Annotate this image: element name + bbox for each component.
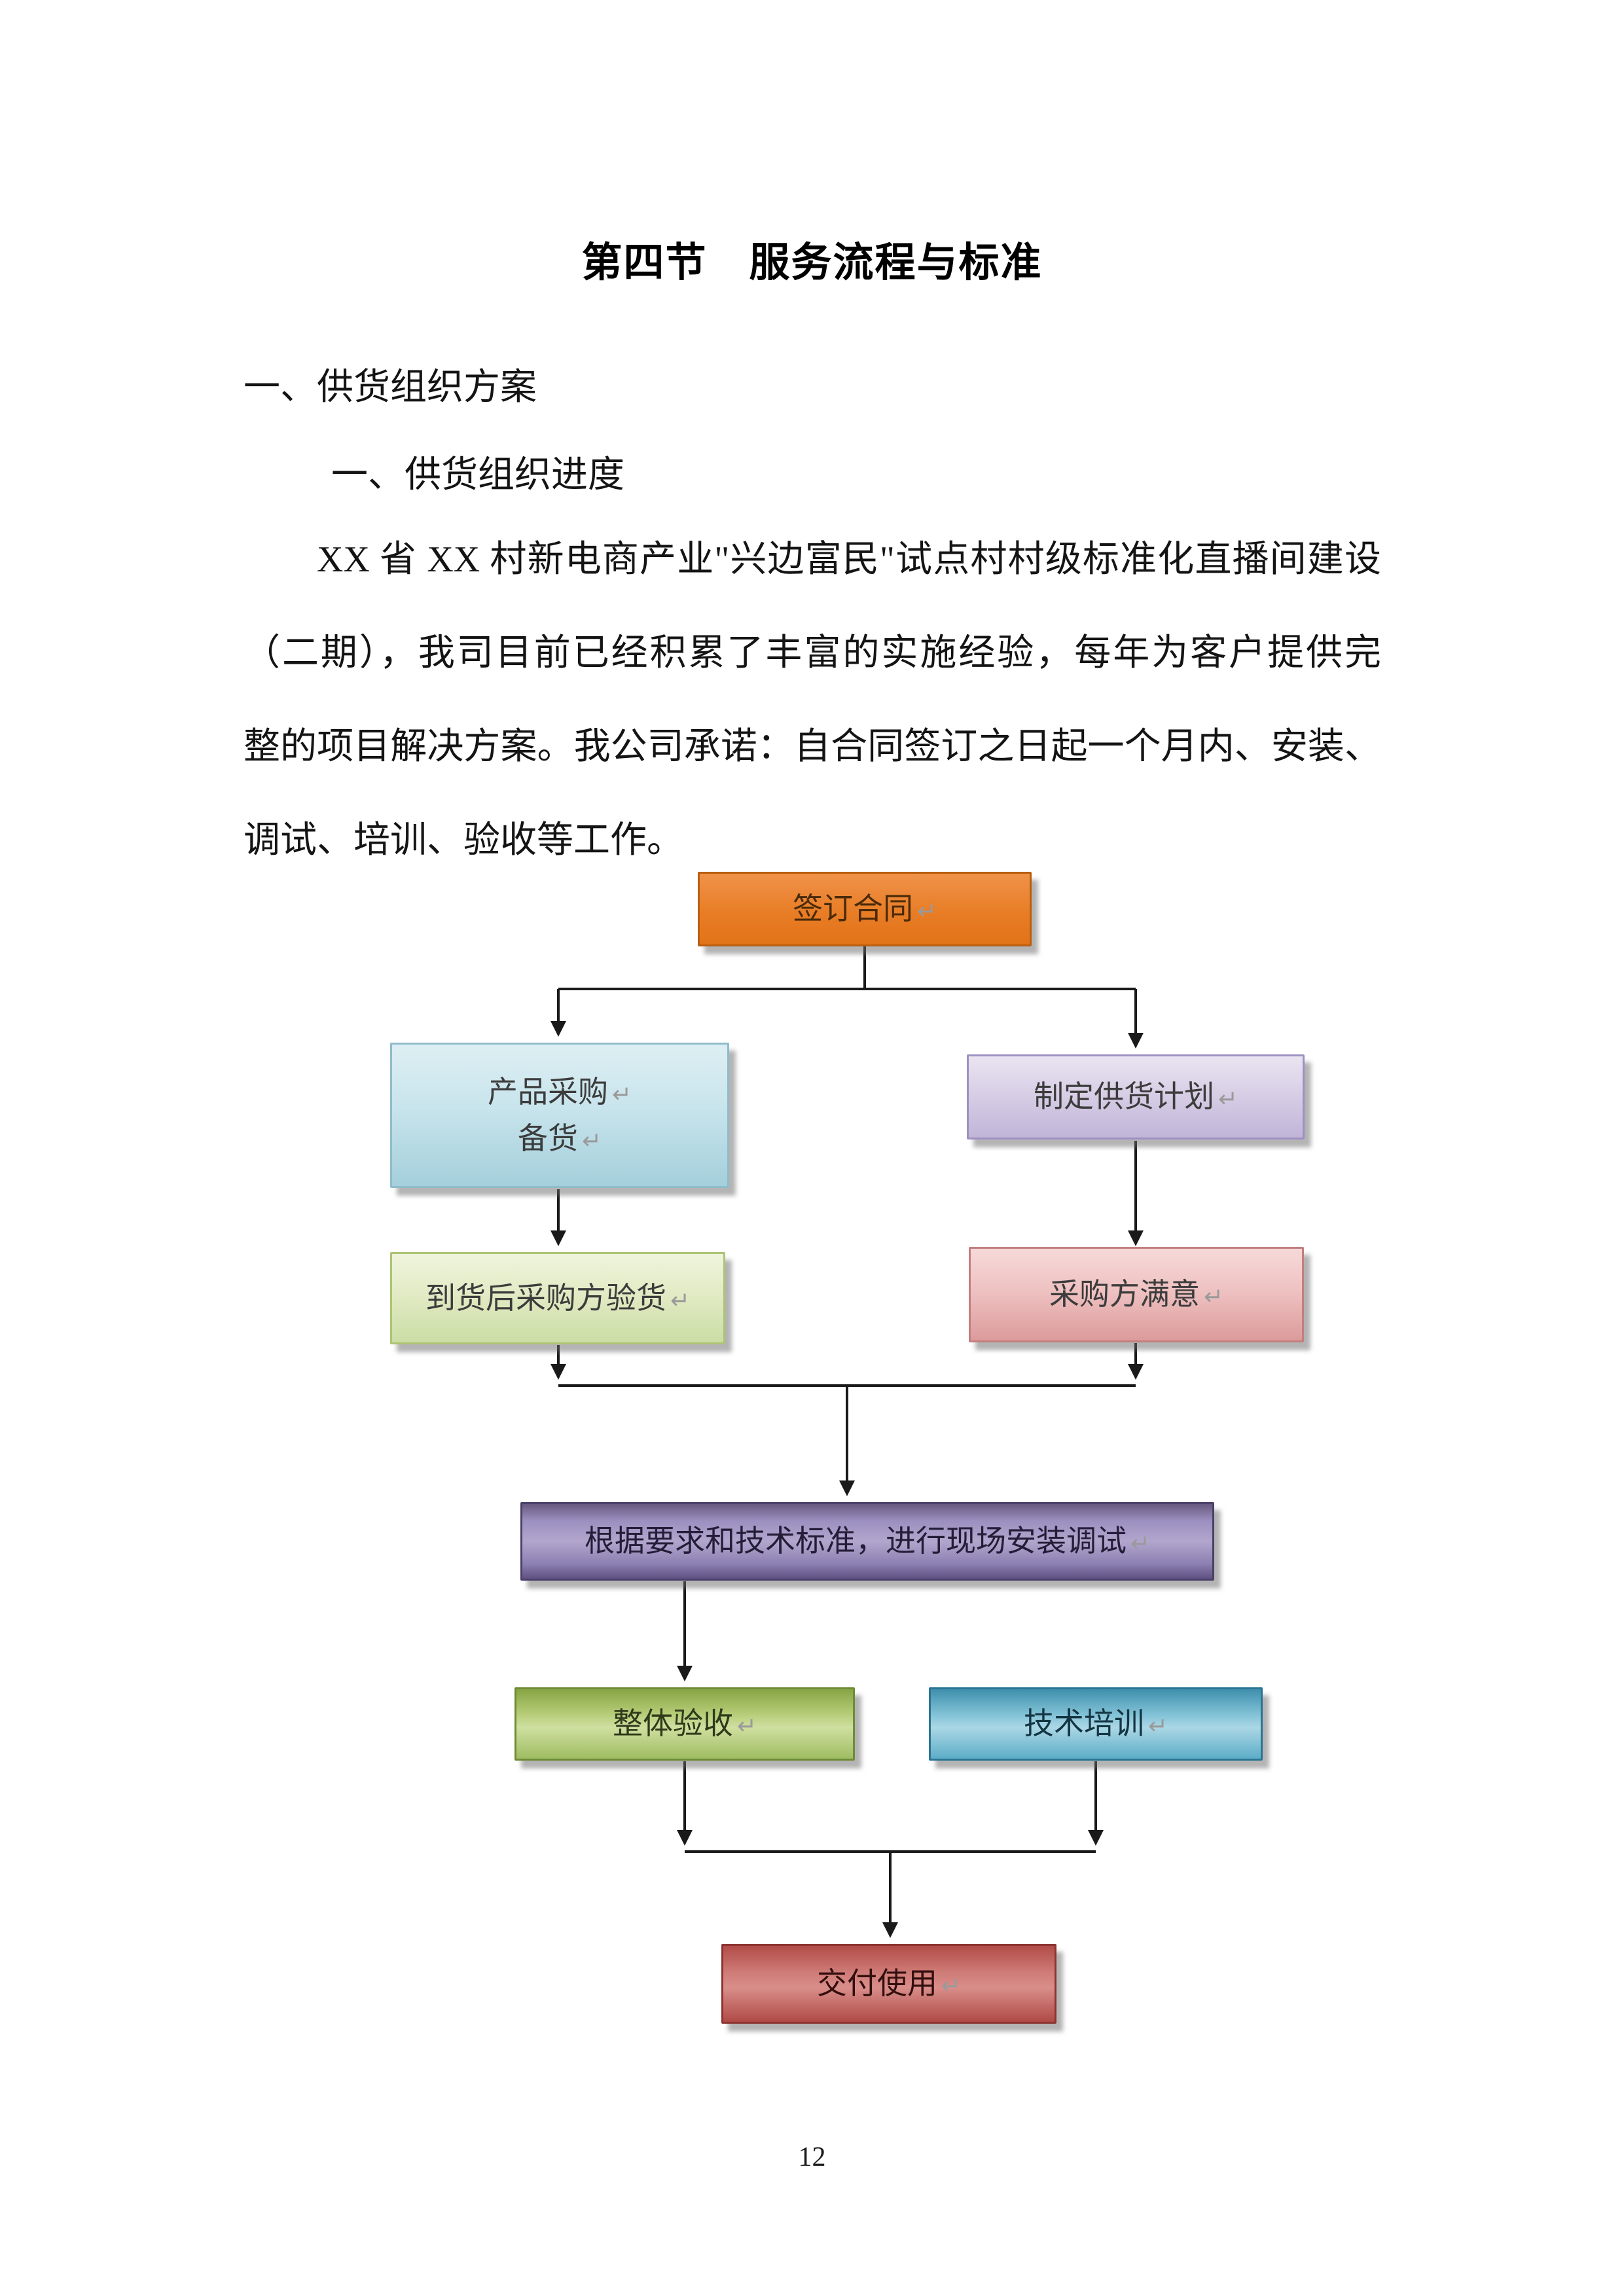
flowchart-node-product-procurement: 产品采购↵ 备货↵ — [390, 1043, 729, 1188]
flowchart-node-arrival-inspection: 到货后采购方验货↵ — [390, 1252, 725, 1344]
node-label: 签订合同↵ — [792, 892, 937, 926]
node-label: 根据要求和技术标准，进行现场安装调试↵ — [584, 1524, 1151, 1558]
return-mark-icon: ↵ — [736, 1713, 757, 1740]
return-mark-icon: ↵ — [916, 898, 937, 925]
node-label: 整体验收↵ — [612, 1707, 757, 1741]
flowchart-node-buyer-satisfied: 采购方满意↵ — [969, 1247, 1304, 1342]
return-mark-icon: ↵ — [611, 1081, 632, 1108]
flowchart-node-overall-acceptance: 整体验收↵ — [514, 1687, 855, 1761]
page-number: 12 — [798, 2142, 826, 2172]
node-label: 技术培训↵ — [1023, 1707, 1168, 1741]
body-paragraph: XX 省 XX 村新电商产业"兴边富民"试点村村级标准化直播间建设 （二期），我… — [244, 513, 1381, 888]
paragraph-line: （二期），我司目前已经积累了丰富的实施经验，每年为客户提供完 — [244, 633, 1381, 673]
return-mark-icon: ↵ — [1218, 1086, 1238, 1113]
flowchart-node-technical-training: 技术培训↵ — [929, 1687, 1263, 1761]
flowchart-node-delivery: 交付使用↵ — [721, 1944, 1056, 2024]
return-mark-icon: ↵ — [581, 1128, 602, 1155]
return-mark-icon: ↵ — [1203, 1283, 1224, 1311]
heading-supply-organization-plan: 一、供货组织方案 — [244, 367, 537, 408]
return-mark-icon: ↵ — [1147, 1713, 1168, 1740]
node-label: 到货后采购方验货↵ — [425, 1281, 691, 1315]
node-label: 制定供货计划↵ — [1033, 1080, 1238, 1114]
return-mark-icon: ↵ — [1130, 1530, 1151, 1558]
paragraph-line: XX 省 XX 村新电商产业"兴边富民"试点村村级标准化直播间建设 — [317, 539, 1381, 580]
heading-supply-organization-schedule: 一、供货组织进度 — [331, 455, 624, 495]
flowchart-node-supply-plan: 制定供货计划↵ — [967, 1054, 1305, 1139]
paragraph-line: 调试、培训、验收等工作。 — [244, 820, 683, 861]
return-mark-icon: ↵ — [670, 1287, 691, 1314]
node-label: 交付使用↵ — [816, 1967, 962, 2001]
paragraph-line: 整的项目解决方案。我公司承诺：自合同签订之日起一个月内、安装、 — [244, 726, 1381, 767]
node-label: 采购方满意↵ — [1049, 1278, 1224, 1312]
flowchart-node-onsite-installation: 根据要求和技术标准，进行现场安装调试↵ — [520, 1502, 1214, 1581]
flowchart-node-sign-contract: 签订合同↵ — [698, 872, 1032, 946]
node-label: 产品采购↵ — [487, 1075, 632, 1109]
section-title: 第四节 服务流程与标准 — [581, 241, 1043, 285]
node-label: 备货↵ — [517, 1122, 602, 1155]
return-mark-icon: ↵ — [941, 1973, 962, 2000]
